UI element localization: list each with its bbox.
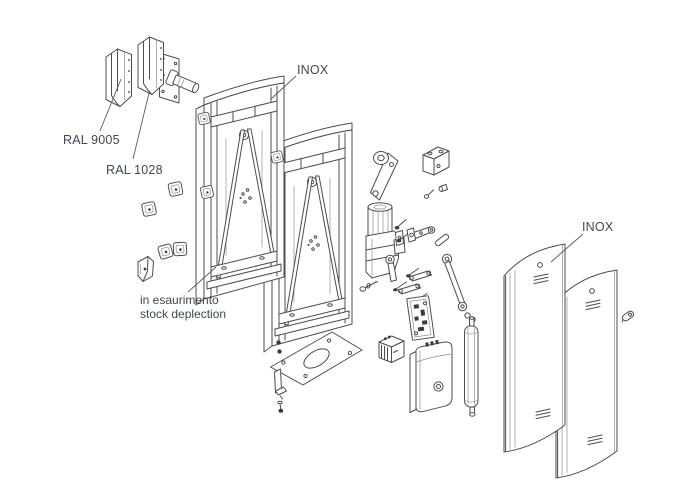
- flange-shaft-assembly: [159, 52, 200, 104]
- anchor-bolt: [277, 400, 284, 413]
- crank-arm: [370, 151, 399, 201]
- lock-cover-plate: [167, 180, 184, 198]
- release-bracket: [422, 146, 450, 176]
- folded-lock-bracket: [137, 256, 154, 282]
- small-fasteners: [423, 184, 448, 199]
- label-inox-doors: INOX: [582, 220, 614, 234]
- mounting-bolt: [359, 280, 378, 292]
- label-inox-cabinet: INOX: [297, 63, 329, 77]
- transformer: [378, 335, 405, 363]
- leader-stock-note: [187, 266, 217, 293]
- door-panel-front: [503, 243, 566, 453]
- balancing-spring-cylinder: [464, 316, 479, 417]
- motor-pump-unit: [365, 202, 406, 282]
- note-stock-line1: in esaurimento: [140, 293, 219, 307]
- label-ral-1028: RAL 1028: [106, 163, 163, 177]
- lock-cover-plate: [156, 242, 175, 261]
- lock-cover-plate: [270, 150, 284, 164]
- note-stock-line2: stock deplection: [140, 307, 226, 321]
- leader-inox-cabinet: [270, 75, 297, 100]
- label-ral-9005: RAL 9005: [63, 133, 120, 147]
- clevis-pin: [434, 233, 450, 247]
- lock-cover-plate: [140, 200, 158, 218]
- lock-cover-plate: [170, 239, 190, 259]
- output-shaft: [165, 69, 200, 94]
- bolt-bar-assembly: [393, 268, 432, 299]
- control-box-cover: [409, 339, 453, 413]
- lock-cover-plate: [199, 184, 215, 200]
- lock-cover-plate: [197, 111, 211, 126]
- anchor-stud: [274, 368, 287, 400]
- leader-ral-1028: [132, 90, 150, 160]
- rocker-arm: [394, 219, 436, 243]
- control-board: [406, 295, 435, 341]
- leader-inox-doors: [550, 233, 584, 263]
- piston-rod: [441, 253, 476, 323]
- hood-cover-ral-1028: [137, 36, 164, 95]
- base-plate-assembly: [270, 331, 363, 413]
- door-lock-cylinder: [621, 310, 635, 323]
- leader-ral-9005: [99, 78, 122, 132]
- hood-cover-ral-9005: [105, 48, 132, 107]
